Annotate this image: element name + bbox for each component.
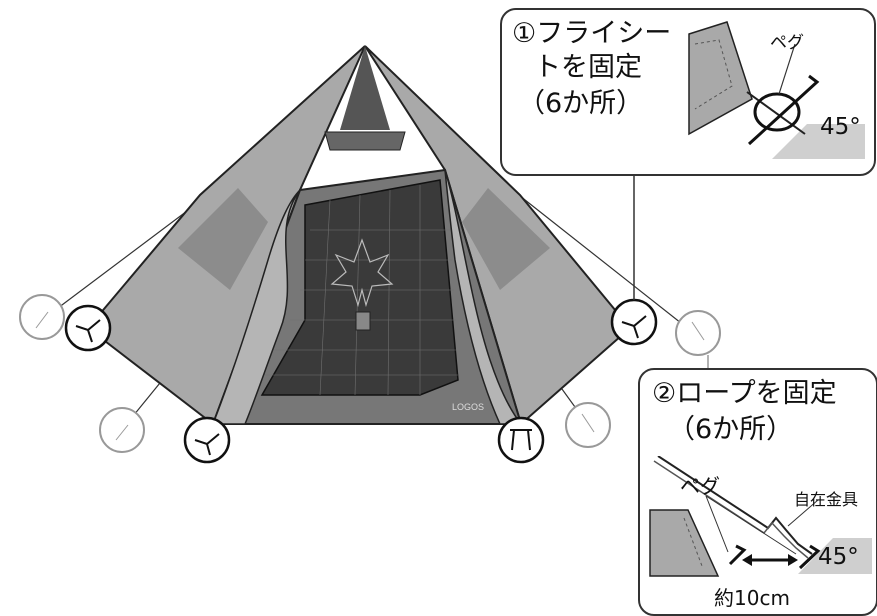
brand-logo: LOGOS (452, 402, 484, 412)
callout2-title-line1: ②ロープを固定 (652, 378, 837, 409)
callout1-title-line2: トを固定 (534, 52, 642, 83)
rope-peg-markers (19, 294, 721, 453)
callout1-angle-label: 45° (820, 114, 861, 140)
callout-rope: ②ロープを固定 （6か所） 自在金具 ペグ 45° 約10cm (638, 368, 877, 616)
callout1-title-line3: （6か所） (518, 88, 644, 119)
callout1-peg-label: ペグ (770, 33, 804, 53)
callout2-adjuster-label: 自在金具 (794, 490, 859, 509)
callout-fly-sheet: ①フライシー トを固定 （6か所） ペグ 45° (500, 8, 876, 176)
callout1-title-line1: ①フライシー (512, 18, 672, 49)
callout2-peg-label: ペグ (680, 474, 720, 498)
fly-sheet-peg-markers (64, 298, 658, 464)
callout2-title-line2: （6か所） (668, 414, 794, 445)
tent-body: LOGOS (86, 45, 632, 426)
callout2-illustration (649, 456, 872, 577)
callout2-angle-label: 45° (818, 544, 859, 570)
callout1-illustration (688, 21, 865, 159)
callout2-distance-label: 約10cm (714, 586, 790, 610)
